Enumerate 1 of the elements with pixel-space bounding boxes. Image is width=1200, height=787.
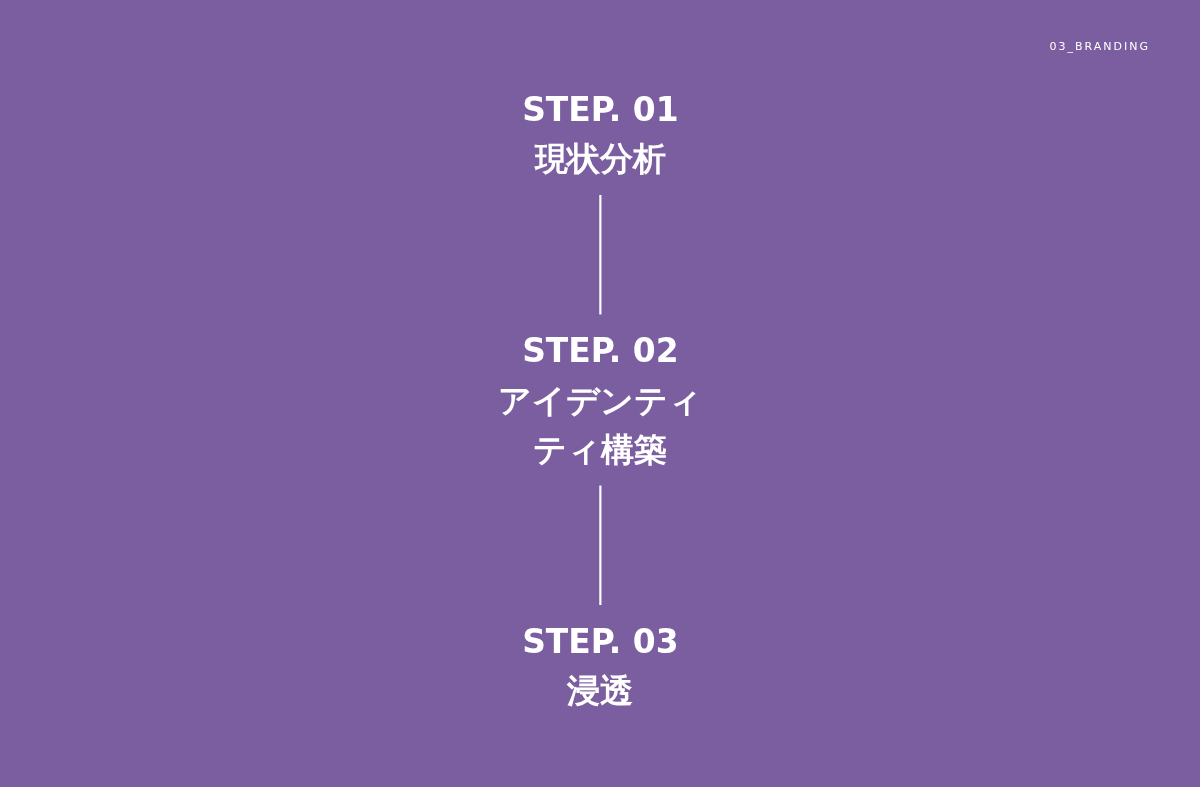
corner-label: 03_BRANDING: [1049, 40, 1150, 53]
